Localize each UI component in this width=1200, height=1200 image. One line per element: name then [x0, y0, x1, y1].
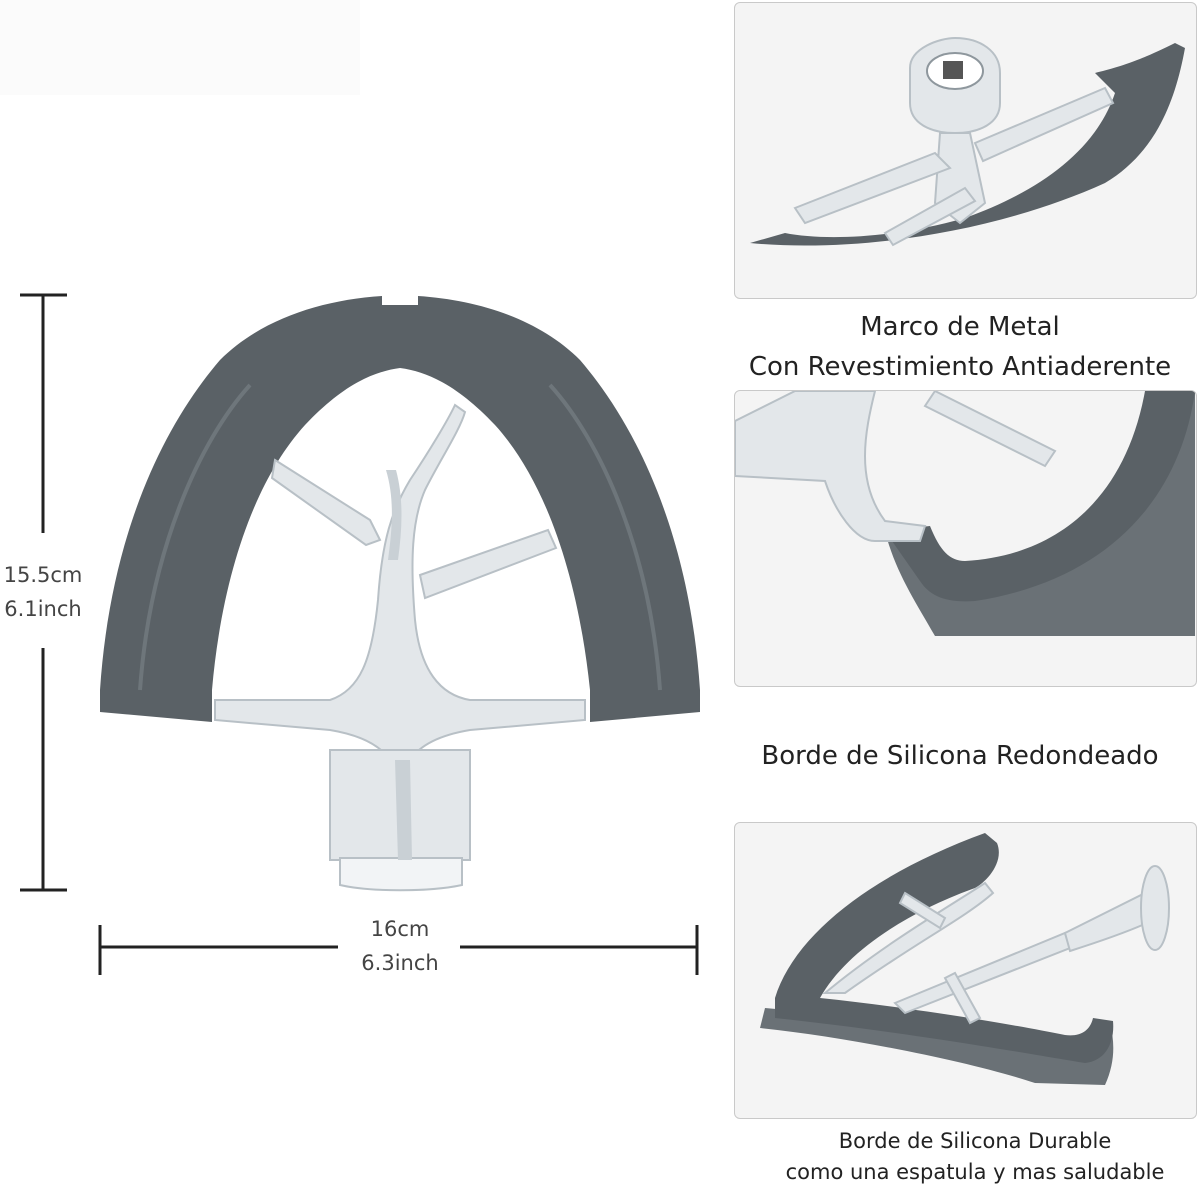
rounded-edge-detail-image: [735, 391, 1195, 636]
width-cm-text: 16cm: [370, 917, 430, 941]
caption-metal-frame-line2: Con Revestimiento Antiaderente: [748, 352, 1172, 382]
metal-frame: [214, 403, 586, 892]
caption-durable-edge: Borde de Silicona Durable como una espat…: [740, 1126, 1200, 1188]
silicone-edge-highlight: [138, 383, 662, 691]
detail-panel-durable-edge: [734, 822, 1197, 1119]
caption-rounded-edge: Borde de Silicona Redondeado: [720, 736, 1200, 776]
detail-panel-metal-frame: [734, 2, 1197, 299]
caption-metal-frame: Marco de Metal Con Revestimiento Antiade…: [720, 307, 1200, 387]
height-dimension-line: [20, 293, 67, 892]
caption-durable-line2: como una espatula y mas saludable: [785, 1160, 1165, 1184]
background-tint: [0, 0, 360, 95]
height-label: 15.5cm 6.1inch: [0, 558, 86, 626]
silicone-edge: [100, 296, 700, 722]
height-inch-text: 6.1inch: [4, 597, 82, 621]
height-cm-text: 15.5cm: [3, 563, 83, 587]
width-dimension-line: [98, 925, 699, 975]
main-beater-image: [20, 293, 700, 975]
durable-edge-detail-image: [760, 833, 1170, 1085]
detail-panel-rounded-edge: [734, 390, 1197, 687]
width-inch-text: 6.3inch: [361, 951, 439, 975]
caption-metal-frame-line1: Marco de Metal: [860, 312, 1060, 342]
metal-frame-shading: [386, 470, 412, 860]
metal-frame-detail-image: [750, 36, 1185, 247]
caption-rounded-edge-text: Borde de Silicona Redondeado: [761, 741, 1159, 771]
width-label: 16cm 6.3inch: [340, 912, 460, 980]
caption-durable-line1: Borde de Silicona Durable: [838, 1129, 1112, 1153]
